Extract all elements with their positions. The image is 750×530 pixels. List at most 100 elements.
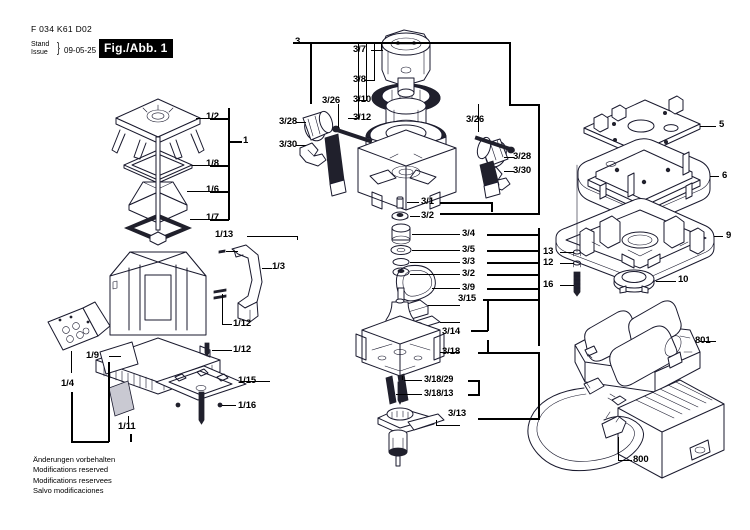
part-1-16-screw — [176, 392, 222, 424]
callout-3-14: 3/14 — [442, 326, 461, 337]
rail-3-collector-top — [509, 104, 539, 106]
leader-3-18-29-v — [402, 376, 403, 380]
leader-1-12b — [212, 350, 232, 351]
rail-3-1-drop — [491, 202, 493, 212]
callout-1-13: 1/13 — [215, 229, 234, 240]
leader-3-2-b — [410, 274, 460, 275]
bracket-1-arm-b — [210, 165, 229, 167]
leader-1-4-run — [71, 392, 73, 442]
figure-badge: Fig./Abb. 1 — [99, 39, 173, 58]
part-3-13-laser-module — [378, 408, 444, 466]
callout-3-18: 3/18 — [442, 346, 461, 357]
rail-3-collector-upper — [538, 104, 540, 214]
callout-9: 9 — [726, 230, 732, 241]
part-6-housing — [578, 139, 710, 223]
bracket-3-right — [509, 42, 511, 104]
callout-3-28-left: 3/28 — [279, 116, 298, 127]
rail-3-14-v — [487, 299, 489, 331]
leader-13 — [560, 252, 574, 253]
part-3-3-ring — [393, 259, 409, 266]
callout-1-4: 1/4 — [61, 378, 74, 389]
leader-3-7-h — [371, 50, 383, 51]
callout-3-26-right: 3/26 — [466, 114, 485, 125]
rail-3-4-run — [487, 234, 539, 236]
leader-3-10-h — [356, 100, 367, 101]
leader-3-7-v — [381, 42, 382, 50]
leader-3-30-right — [504, 171, 514, 172]
leader-3-26-left — [338, 104, 339, 128]
callout-3: 3 — [295, 36, 301, 47]
bracket-1-arm-d — [210, 219, 229, 221]
bracket-3-top — [310, 42, 510, 44]
callout-6: 6 — [722, 170, 728, 181]
callout-1-15: 1/15 — [238, 375, 257, 386]
callout-16: 16 — [543, 279, 554, 290]
callout-1-12-b: 1/12 — [233, 344, 252, 355]
leader-1-13-drop — [297, 236, 298, 240]
rail-3-18-29-run — [468, 380, 480, 382]
leader-1-15 — [240, 381, 270, 382]
bracket-1-arm-c — [210, 191, 229, 193]
leader-1-13 — [226, 251, 238, 252]
bracket-3-stem — [293, 42, 311, 44]
part-3-2-washer-bottom — [393, 268, 409, 276]
leader-3-18 — [440, 352, 460, 353]
leader-3-26-right — [478, 104, 479, 132]
callout-3-30-right: 3/30 — [513, 165, 532, 176]
leader-801 — [700, 341, 716, 342]
part-3-18-gimbal-assembly — [356, 288, 444, 376]
callout-3-12: 3/12 — [353, 112, 372, 123]
bracket-1-arm-a — [210, 118, 229, 120]
rail-3-18-13-run — [468, 394, 480, 396]
rail-3-14-h — [471, 330, 488, 332]
center-mounting-frame — [358, 130, 456, 210]
leader-3-13-h — [436, 425, 460, 426]
footer-line-de: Änderungen vorbehalten — [33, 455, 116, 464]
rail-3-3-run — [487, 262, 539, 264]
part-1-12-screw-b — [205, 343, 209, 356]
part-3-flex-cable-right — [480, 161, 500, 198]
part-3-4-bushing — [392, 224, 410, 244]
rail-3-18-v — [487, 340, 489, 354]
leader-1-3 — [262, 268, 272, 269]
callout-1-8: 1/8 — [206, 158, 219, 169]
leader-3-10-v — [366, 42, 367, 100]
callout-3-9: 3/9 — [462, 282, 475, 293]
callout-3-2-b: 3/2 — [462, 268, 475, 279]
rail-3-13-run — [478, 418, 538, 420]
rail-3-2a — [440, 213, 540, 215]
part-3-30-bracket-left — [300, 143, 326, 166]
callout-3-10: 3/10 — [353, 94, 372, 105]
leader-12 — [560, 263, 574, 264]
part-10-grommet — [614, 270, 654, 293]
leader-1-9-run — [108, 362, 110, 442]
issue-label: Issue — [31, 49, 48, 56]
leader-1-4-v — [71, 351, 72, 373]
footer-line-es: Salvo modificaciones — [33, 486, 104, 496]
part-1-3-handle — [232, 245, 262, 322]
leader-3-12-h — [348, 118, 359, 119]
leader-3-8-h — [364, 80, 375, 81]
callout-3-2-a: 3/2 — [421, 210, 434, 221]
stand-issue-labels: Stand Issue — [31, 41, 49, 57]
part-800-power-cable — [528, 378, 644, 471]
leader-3-30-left — [296, 145, 306, 146]
part-801-battery-pack — [575, 301, 700, 392]
callout-3-3: 3/3 — [462, 256, 475, 267]
leader-9 — [714, 236, 723, 237]
callout-801: 801 — [695, 335, 711, 346]
part-3-7-rotor-head — [382, 30, 430, 86]
footer-line-fr: Modifications reservees — [33, 475, 112, 485]
callout-10: 10 — [678, 274, 689, 285]
leader-800-h — [618, 460, 632, 461]
part-3-9-belt — [396, 265, 435, 300]
part-3-flex-cable-left — [325, 134, 346, 196]
leader-3-28-left — [296, 122, 306, 123]
part-1-13-clip — [219, 250, 225, 253]
rail-3-2b-run — [487, 274, 539, 276]
callout-3-18-13: 3/18/13 — [424, 388, 454, 398]
callout-1-9: 1/9 — [86, 350, 99, 361]
brace-glyph: } — [57, 39, 60, 55]
